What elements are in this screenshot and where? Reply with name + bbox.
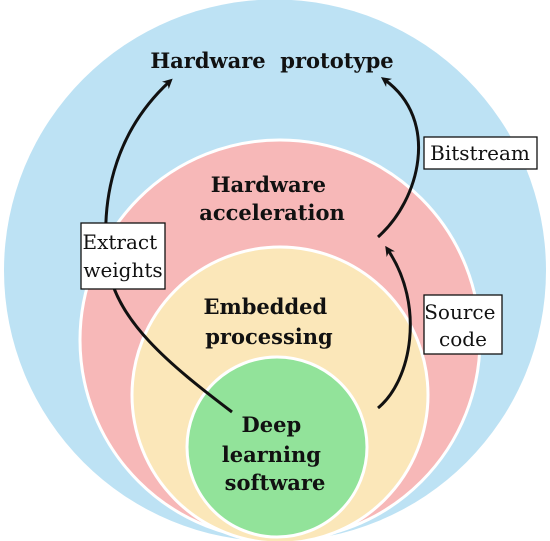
box-source-code-frame <box>423 294 503 355</box>
label-embedded-processing: Embedded processing <box>204 294 335 349</box>
box-bitstream-label: Bitstream <box>430 141 530 165</box>
box-extract-weights: Extract weights <box>80 222 166 290</box>
label-hardware-acceleration-line-1: Hardware <box>211 172 326 197</box>
label-hardware-prototype: Hardware prototype <box>150 48 393 73</box>
box-extract-weights-label: Extract weights <box>83 230 164 282</box>
box-source-code-line-2: code <box>439 327 487 351</box>
box-bitstream: Bitstream <box>423 136 538 170</box>
label-deep-learning-software-line-3: software <box>225 470 326 495</box>
arrow-source-code <box>377 245 412 410</box>
label-deep-learning-software-line-2: learning <box>222 442 322 467</box>
label-hardware-acceleration: Hardware acceleration <box>199 172 345 225</box>
box-source-code: Source code <box>423 294 503 355</box>
box-bitstream-frame <box>423 136 538 170</box>
label-deep-learning-software: Deep learning software <box>222 412 329 495</box>
box-extract-weights-line-2: weights <box>83 258 162 282</box>
label-embedded-processing-line-2: processing <box>205 324 333 349</box>
label-deep-learning-software-line-1: Deep <box>242 412 302 437</box>
ring-deep-learning-software <box>185 355 369 539</box>
box-extract-weights-line-1: Extract <box>83 230 158 254</box>
box-extract-weights-frame <box>80 222 166 290</box>
box-source-code-line-1: Source <box>424 300 495 324</box>
box-source-code-label: Source code <box>424 300 502 351</box>
label-embedded-processing-line-1: Embedded <box>204 294 328 319</box>
label-hardware-acceleration-line-2: acceleration <box>199 200 345 225</box>
arrow-bitstream <box>377 77 420 239</box>
